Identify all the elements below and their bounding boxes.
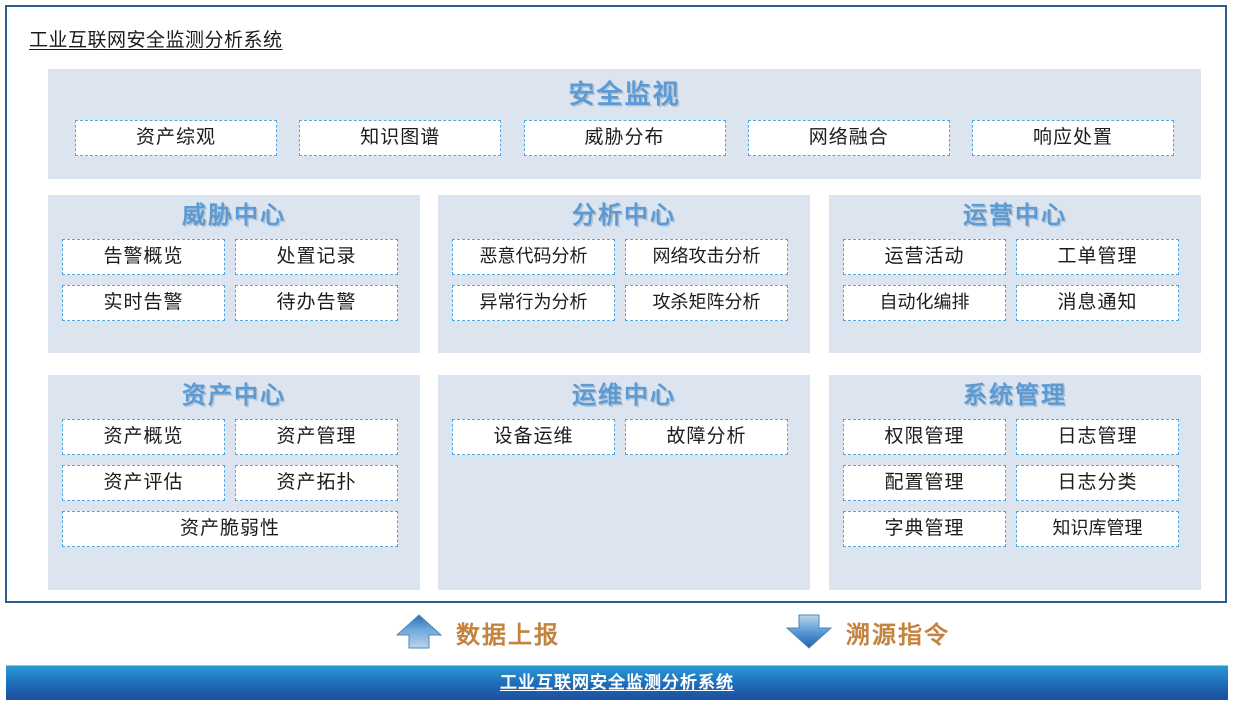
panel-title-security-monitor: 安全监视: [568, 79, 681, 109]
asset-button-0[interactable]: 资产概览: [62, 419, 225, 455]
asset-button-1[interactable]: 资产管理: [235, 419, 398, 455]
arrow-up-icon: [396, 614, 442, 650]
asset-button-3[interactable]: 资产拓扑: [235, 465, 398, 501]
flow-label-trace-command: 溯源指令: [846, 621, 950, 649]
bottom-bar: 工业互联网安全监测分析系统: [6, 665, 1228, 700]
monitor-button-0[interactable]: 资产综观: [75, 120, 277, 156]
asset-button-2[interactable]: 资产评估: [62, 465, 225, 501]
arrow-down-icon: [786, 614, 832, 650]
monitor-button-3[interactable]: 网络融合: [747, 120, 950, 156]
threat-button-3[interactable]: 待办告警: [235, 285, 398, 321]
panel-title-analysis-center: 分析中心: [572, 202, 676, 229]
panel-security-monitor: 安全监视 资产综观 知识图谱 威胁分布 网络融合 响应处置: [48, 69, 1201, 179]
maint-button-0[interactable]: 设备运维: [452, 419, 615, 455]
system-button-2[interactable]: 配置管理: [843, 465, 1006, 501]
monitor-button-4[interactable]: 响应处置: [972, 120, 1174, 156]
panel-title-asset-center: 资产中心: [182, 382, 286, 409]
data-flow-row: 数据上报 溯源指令: [0, 612, 1234, 660]
panel-threat-center-buttons: 告警概览 处置记录 实时告警 待办告警: [48, 228, 420, 333]
panel-operations-center-buttons: 运营活动 工单管理 自动化编排 消息通知: [829, 228, 1201, 333]
threat-button-1[interactable]: 处置记录: [235, 239, 398, 275]
panel-analysis-center: 分析中心 恶意代码分析 网络攻击分析 异常行为分析 攻杀矩阵分析: [438, 195, 810, 353]
page-title: 工业互联网安全监测分析系统: [29, 30, 283, 51]
ops-button-1[interactable]: 工单管理: [1016, 239, 1179, 275]
bottom-bar-title: 工业互联网安全监测分析系统: [500, 673, 734, 692]
maint-button-1[interactable]: 故障分析: [625, 419, 788, 455]
panel-asset-center: 资产中心 资产概览 资产管理 资产评估 资产拓扑 资产脆弱性: [48, 375, 420, 590]
panel-title-threat-center: 威胁中心: [182, 202, 286, 229]
panel-asset-center-buttons: 资产概览 资产管理 资产评估 资产拓扑 资产脆弱性: [48, 408, 420, 559]
asset-button-4[interactable]: 资产脆弱性: [62, 511, 398, 547]
panel-title-maintenance-center: 运维中心: [572, 382, 676, 409]
monitor-button-1[interactable]: 知识图谱: [299, 120, 502, 156]
threat-button-2[interactable]: 实时告警: [62, 285, 225, 321]
flow-label-data-report: 数据上报: [456, 621, 560, 649]
diagram-frame: 工业互联网安全监测分析系统 安全监视 资产综观 知识图谱 威胁分布 网络融合 响…: [5, 5, 1227, 603]
panel-threat-center: 威胁中心 告警概览 处置记录 实时告警 待办告警: [48, 195, 420, 353]
panel-operations-center: 运营中心 运营活动 工单管理 自动化编排 消息通知: [829, 195, 1201, 353]
monitor-button-row: 资产综观 知识图谱 威胁分布 网络融合 响应处置: [48, 120, 1201, 156]
flow-trace-command: 溯源指令: [786, 614, 950, 650]
threat-button-0[interactable]: 告警概览: [62, 239, 225, 275]
system-button-0[interactable]: 权限管理: [843, 419, 1006, 455]
analysis-button-3[interactable]: 攻杀矩阵分析: [625, 285, 788, 321]
panel-title-system-management: 系统管理: [963, 382, 1067, 409]
system-button-1[interactable]: 日志管理: [1016, 419, 1179, 455]
system-button-5[interactable]: 知识库管理: [1016, 511, 1179, 547]
panel-maintenance-center: 运维中心 设备运维 故障分析: [438, 375, 810, 590]
ops-button-2[interactable]: 自动化编排: [843, 285, 1006, 321]
analysis-button-1[interactable]: 网络攻击分析: [625, 239, 788, 275]
panel-system-management-buttons: 权限管理 日志管理 配置管理 日志分类 字典管理 知识库管理: [829, 408, 1201, 559]
system-button-3[interactable]: 日志分类: [1016, 465, 1179, 501]
panel-maintenance-center-buttons: 设备运维 故障分析: [438, 408, 810, 467]
panel-title-operations-center: 运营中心: [963, 202, 1067, 229]
flow-data-report: 数据上报: [396, 614, 560, 650]
monitor-button-2[interactable]: 威胁分布: [523, 120, 726, 156]
ops-button-3[interactable]: 消息通知: [1016, 285, 1179, 321]
panel-system-management: 系统管理 权限管理 日志管理 配置管理 日志分类 字典管理 知识库管理: [829, 375, 1201, 590]
analysis-button-0[interactable]: 恶意代码分析: [452, 239, 615, 275]
system-button-4[interactable]: 字典管理: [843, 511, 1006, 547]
analysis-button-2[interactable]: 异常行为分析: [452, 285, 615, 321]
ops-button-0[interactable]: 运营活动: [843, 239, 1006, 275]
panel-analysis-center-buttons: 恶意代码分析 网络攻击分析 异常行为分析 攻杀矩阵分析: [438, 228, 810, 333]
